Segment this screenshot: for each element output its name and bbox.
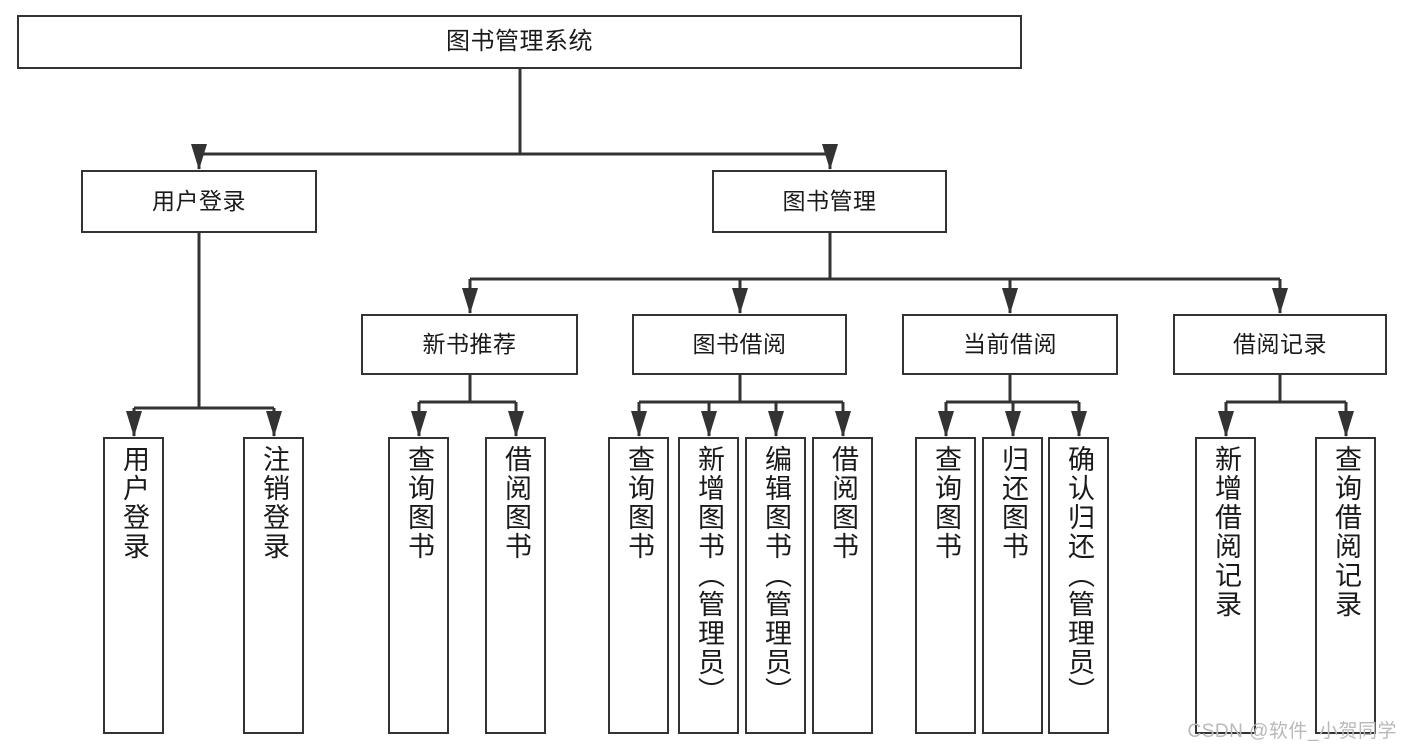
arrowhead xyxy=(1005,411,1021,437)
arrowhead xyxy=(508,411,524,437)
node-book-borrow-label: 图书借阅 xyxy=(692,330,787,357)
arrowhead xyxy=(835,411,851,437)
arrowhead xyxy=(191,144,207,170)
node-leaf-borrow-book-2[interactable]: 借阅图书 xyxy=(812,437,873,734)
node-leaf-add-record[interactable]: 新增借阅记录 xyxy=(1195,437,1256,734)
node-leaf-borrow-book-1[interactable]: 借阅图书 xyxy=(485,437,546,734)
watermark: CSDN @软件_小贺同学 xyxy=(1187,721,1397,742)
node-user-login[interactable]: 用户登录 xyxy=(81,170,317,233)
node-leaf-query-book-3[interactable]: 查询图书 xyxy=(915,437,976,734)
arrowhead xyxy=(462,288,478,314)
node-new-book-rec[interactable]: 新书推荐 xyxy=(361,314,578,375)
node-leaf-query-book-1-label: 查询图书 xyxy=(404,445,434,561)
node-leaf-user-login-label: 用户登录 xyxy=(119,445,149,561)
node-leaf-add-book-label: 新增图书（管理员） xyxy=(694,445,724,706)
node-leaf-user-logout-label: 注销登录 xyxy=(259,445,289,561)
node-book-manage[interactable]: 图书管理 xyxy=(712,170,947,233)
node-leaf-edit-book-label: 编辑图书（管理员） xyxy=(761,445,791,706)
node-book-borrow[interactable]: 图书借阅 xyxy=(632,314,847,375)
node-new-book-rec-label: 新书推荐 xyxy=(422,330,517,357)
node-current-borrow-label: 当前借阅 xyxy=(963,330,1057,357)
node-leaf-borrow-book-2-label: 借阅图书 xyxy=(828,445,858,561)
arrowhead xyxy=(1272,288,1288,314)
node-user-login-label: 用户登录 xyxy=(152,187,246,214)
node-root-label: 图书管理系统 xyxy=(446,27,593,55)
arrowhead xyxy=(701,411,717,437)
node-borrow-record[interactable]: 借阅记录 xyxy=(1173,314,1387,375)
arrowhead xyxy=(938,411,954,437)
node-leaf-edit-book[interactable]: 编辑图书（管理员） xyxy=(745,437,806,734)
node-book-manage-label: 图书管理 xyxy=(782,187,877,214)
node-leaf-add-record-label: 新增借阅记录 xyxy=(1211,445,1241,619)
arrowhead xyxy=(1218,411,1234,437)
arrowhead xyxy=(411,411,427,437)
arrowhead xyxy=(768,411,784,437)
node-leaf-user-logout[interactable]: 注销登录 xyxy=(243,437,304,734)
arrowhead xyxy=(732,288,748,314)
node-leaf-query-book-3-label: 查询图书 xyxy=(931,445,961,561)
node-leaf-return-book[interactable]: 归还图书 xyxy=(982,437,1043,734)
node-borrow-record-label: 借阅记录 xyxy=(1233,330,1327,357)
arrowhead xyxy=(1338,411,1354,437)
arrowhead xyxy=(1071,411,1087,437)
arrowhead xyxy=(266,411,282,437)
node-current-borrow[interactable]: 当前借阅 xyxy=(902,314,1118,375)
node-leaf-borrow-book-1-label: 借阅图书 xyxy=(501,445,531,561)
node-leaf-query-record-label: 查询借阅记录 xyxy=(1331,445,1361,619)
node-root[interactable]: 图书管理系统 xyxy=(17,15,1022,69)
node-leaf-return-book-label: 归还图书 xyxy=(998,445,1028,561)
node-leaf-confirm-return[interactable]: 确认归还（管理员） xyxy=(1048,437,1109,734)
arrowhead xyxy=(631,411,647,437)
arrowhead xyxy=(1002,288,1018,314)
node-leaf-confirm-return-label: 确认归还（管理员） xyxy=(1064,445,1094,706)
arrowhead xyxy=(822,144,838,170)
node-leaf-query-record[interactable]: 查询借阅记录 xyxy=(1315,437,1376,734)
node-leaf-query-book-2[interactable]: 查询图书 xyxy=(608,437,669,734)
node-leaf-query-book-1[interactable]: 查询图书 xyxy=(388,437,449,734)
node-leaf-add-book[interactable]: 新增图书（管理员） xyxy=(678,437,739,734)
node-leaf-user-login[interactable]: 用户登录 xyxy=(103,437,164,734)
node-leaf-query-book-2-label: 查询图书 xyxy=(624,445,654,561)
arrowhead xyxy=(126,411,142,437)
